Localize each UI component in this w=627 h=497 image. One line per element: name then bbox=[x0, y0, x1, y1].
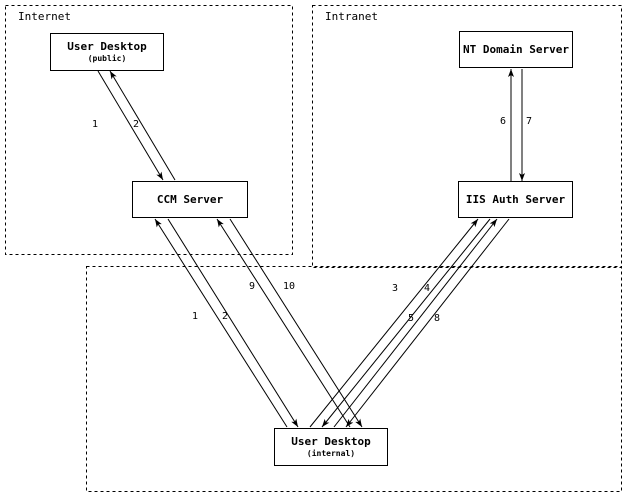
edge-arrow-edge-9-internal-to-ccm bbox=[216, 218, 351, 428]
zone-rect-group bbox=[5, 5, 622, 492]
edge-label-edge-4-iis-to-internal: 4 bbox=[424, 283, 431, 294]
edge-label-edge-9-internal-to-ccm: 9 bbox=[249, 281, 256, 292]
edge-label-edge-6-iis-to-nt: 6 bbox=[500, 116, 507, 127]
zone-boundary-internal-zone bbox=[86, 266, 622, 492]
edge-arrow-edge-2-ccm-to-internal bbox=[167, 218, 299, 428]
edge-arrow-edge-2-ccm-to-public bbox=[109, 70, 176, 181]
zone-label-internet: Internet bbox=[18, 10, 71, 23]
edge-arrow-edge-5-internal-to-iis bbox=[333, 218, 498, 428]
node-title-iis-auth-server: IIS Auth Server bbox=[465, 193, 566, 206]
edge-label-edge-8-iis-to-internal: 8 bbox=[434, 313, 441, 324]
zone-boundary-intranet bbox=[312, 5, 622, 268]
edge-label-edge-2-ccm-to-public: 2 bbox=[133, 119, 140, 130]
edge-arrow-edge-3-internal-to-iis bbox=[309, 218, 479, 428]
edge-label-edge-3-internal-to-iis: 3 bbox=[392, 283, 399, 294]
edge-label-edge-1-public-to-ccm: 1 bbox=[92, 119, 99, 130]
edge-arrow-edge-8-iis-to-internal bbox=[345, 218, 510, 428]
node-nt-domain-server[interactable]: NT Domain Server bbox=[459, 31, 573, 68]
edge-arrow-edge-1-public-to-ccm bbox=[97, 70, 164, 181]
zone-boundary-internet bbox=[5, 5, 293, 255]
edge-label-edge-7-nt-to-iis: 7 bbox=[526, 116, 533, 127]
node-title-ccm-server: CCM Server bbox=[156, 193, 224, 206]
node-title-user-desktop-public: User Desktop bbox=[67, 40, 147, 53]
node-subtitle-user-desktop-internal: (internal) bbox=[306, 449, 356, 458]
edge-label-edge-2-ccm-to-internal: 2 bbox=[222, 311, 229, 322]
node-title-nt-domain-server: NT Domain Server bbox=[463, 43, 569, 56]
edge-label-edge-10-ccm-to-internal: 10 bbox=[283, 281, 296, 292]
edge-line-group bbox=[97, 69, 525, 428]
node-user-desktop-public[interactable]: User Desktop(public) bbox=[50, 33, 164, 71]
edge-arrow-edge-4-iis-to-internal bbox=[321, 218, 491, 428]
edge-label-edge-1-internal-to-ccm: 1 bbox=[192, 311, 199, 322]
edge-label-edge-5-internal-to-iis: 5 bbox=[408, 313, 415, 324]
node-iis-auth-server[interactable]: IIS Auth Server bbox=[458, 181, 573, 218]
edge-arrow-edge-10-ccm-to-internal bbox=[229, 218, 363, 428]
node-user-desktop-internal[interactable]: User Desktop(internal) bbox=[274, 428, 388, 466]
edge-arrow-edge-1-internal-to-ccm bbox=[154, 218, 288, 428]
node-subtitle-user-desktop-public: (public) bbox=[87, 54, 127, 63]
node-ccm-server[interactable]: CCM Server bbox=[132, 181, 248, 218]
zone-label-intranet: Intranet bbox=[325, 10, 378, 23]
node-title-user-desktop-internal: User Desktop bbox=[291, 435, 371, 448]
